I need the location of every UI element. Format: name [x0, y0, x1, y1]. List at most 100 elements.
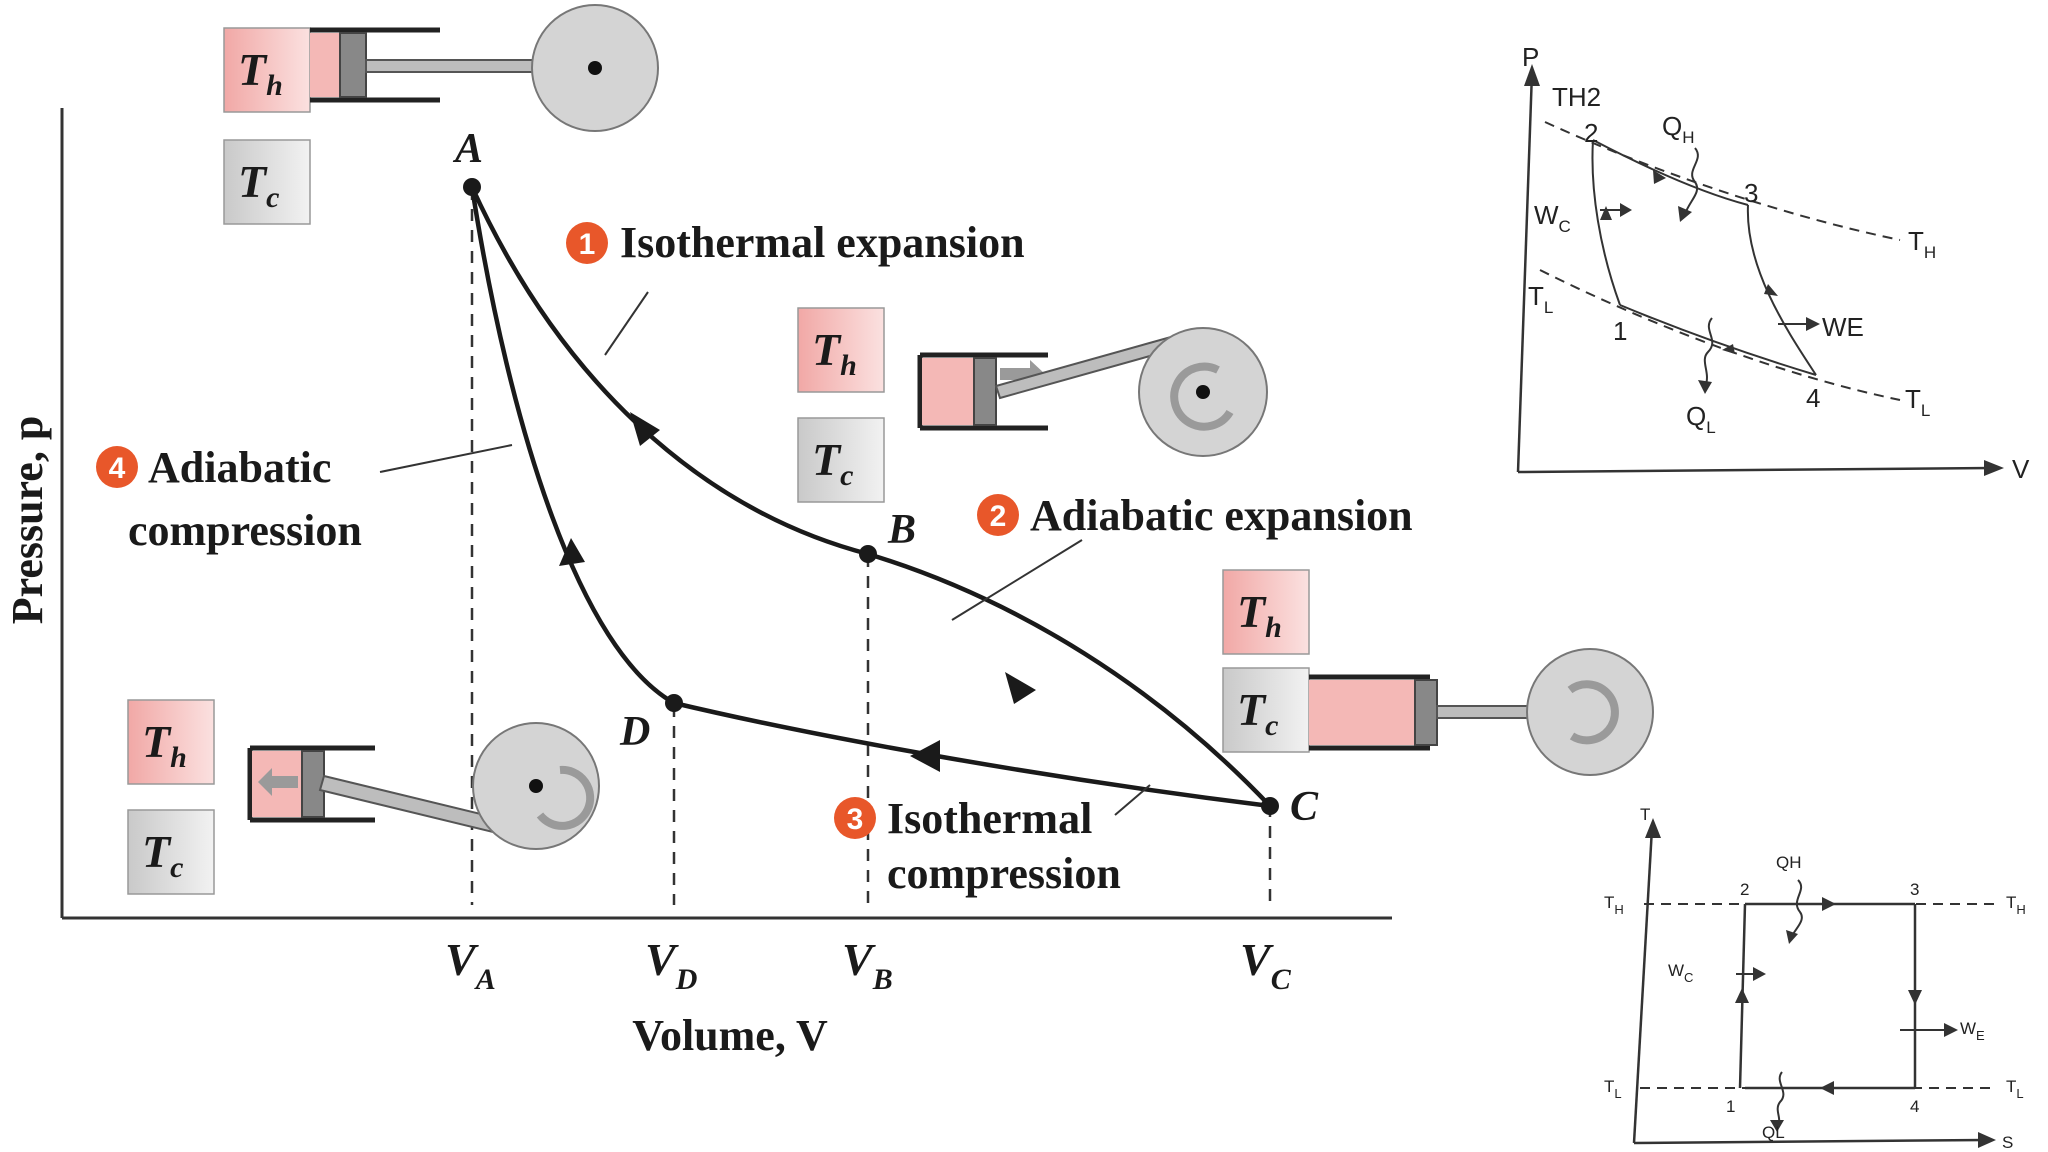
pv-inset-cycle-23 — [1592, 139, 1749, 206]
pv-inset-num-3: 3 — [1744, 178, 1758, 208]
pv-inset: P V TH2 2 3 1 4 QH QL WC WE TH TL — [1516, 42, 2030, 484]
step-3-badge — [834, 797, 876, 839]
hot-reservoir-box — [223, 27, 311, 113]
step-3-line2: compression — [887, 849, 1121, 898]
tick-vb: VB — [842, 934, 893, 996]
point-c-label: C — [1290, 784, 1319, 830]
step-1-label: 1 Isothermal expansion — [566, 218, 1025, 267]
ts-inset-wc-label: WC — [1668, 961, 1693, 985]
cold-reservoir-label-d: Tc — [142, 826, 183, 884]
pv-inset-qh-label: QH — [1662, 111, 1695, 147]
hot-reservoir-box-c — [1222, 569, 1310, 655]
ts-inset-t-label: T — [1640, 805, 1650, 824]
hot-reservoir-box-d — [127, 699, 215, 785]
ts-inset-t-axis — [1632, 827, 1654, 1144]
step-2-number: 2 — [990, 500, 1007, 533]
piston-head — [339, 32, 367, 98]
pv-inset-p-label: P — [1522, 42, 1539, 72]
step-4-badge — [96, 446, 138, 488]
point-a-dot — [463, 178, 481, 196]
leader-step-2 — [951, 539, 1083, 621]
pv-inset-ql-label: QL — [1686, 401, 1716, 437]
pv-inset-num-4: 4 — [1806, 383, 1820, 413]
rotation-arrow-d — [536, 765, 595, 830]
leader-step-4 — [379, 444, 513, 473]
step-4-line1: Adiabatic — [148, 443, 331, 492]
pv-inset-num-2: 2 — [1584, 118, 1598, 148]
pv-inset-tl-right-label: TL — [1905, 384, 1930, 420]
point-d-dot — [665, 694, 683, 712]
pv-inset-tl-isotherm — [1539, 269, 1901, 401]
cold-reservoir-box — [223, 139, 311, 225]
piston-head-c — [1414, 679, 1438, 746]
step-3-line1: Isothermal — [887, 794, 1092, 843]
volume-tick-labels: VA VD VB VC — [445, 934, 1292, 996]
step-1-badge — [566, 222, 608, 264]
point-b-dot — [859, 545, 877, 563]
leader-step-3 — [1114, 784, 1151, 816]
ts-inset: T S 2 3 1 4 QH QL WC WE TH TH TL T — [1604, 805, 2026, 1152]
pv-inset-th2-label: TH2 — [1552, 82, 1601, 112]
curve-arrows — [559, 412, 1036, 772]
point-b-label: B — [887, 507, 916, 553]
ts-inset-qh-label: QH — [1776, 853, 1802, 872]
hot-reservoir-label-c: Th — [1237, 586, 1282, 644]
pv-inset-cycle-41 — [1619, 304, 1817, 376]
tick-vd: VD — [645, 934, 697, 996]
curve-da-adiabatic-compression — [469, 186, 676, 705]
ts-inset-we-label: WE — [1960, 1019, 1985, 1043]
step-2-text: Adiabatic expansion — [1030, 491, 1413, 540]
main-pv-diagram: Pressure, p Volume, V — [3, 108, 1413, 1060]
tick-vc: VC — [1240, 934, 1292, 996]
curve-cd-isothermal-compression — [673, 700, 1271, 809]
hot-reservoir-box-b — [797, 307, 885, 393]
step-2-badge — [977, 494, 1019, 536]
cylinder-gas-c — [1309, 680, 1415, 745]
connecting-rod — [365, 59, 547, 73]
ts-inset-ql-label: QL — [1762, 1123, 1785, 1142]
step-leaders — [379, 291, 1151, 816]
arrow-bc — [1005, 672, 1036, 704]
step-2-label: 2 Adiabatic expansion — [977, 491, 1413, 540]
ts-inset-th-left-label: TH — [1604, 893, 1624, 917]
engine-state-d: Th Tc — [127, 699, 600, 895]
y-axis-label: Pressure, p — [3, 416, 52, 625]
x-axis-label: Volume, V — [632, 1011, 828, 1060]
step-3-number: 3 — [847, 803, 864, 836]
ts-inset-num-3: 3 — [1910, 880, 1919, 899]
ts-inset-qh-arrow — [1791, 879, 1803, 937]
cylinder-gas-b — [922, 358, 974, 425]
engine-state-b: Th Tc — [797, 307, 1268, 503]
motion-arrow-d — [258, 768, 298, 796]
pv-inset-tl-left-label: TL — [1528, 281, 1553, 317]
pv-inset-we-label: WE — [1822, 312, 1864, 342]
pv-inset-num-1: 1 — [1613, 316, 1627, 346]
volume-guides — [470, 188, 1272, 905]
curve-bc-adiabatic-expansion — [867, 551, 1272, 808]
hot-reservoir-label-b: Th — [812, 324, 857, 382]
arrow-ab — [630, 412, 660, 446]
ts-inset-tl-right-label: TL — [2006, 1077, 2024, 1101]
ts-inset-num-1: 1 — [1726, 1097, 1735, 1116]
pv-inset-th-label: TH — [1908, 226, 1936, 262]
ts-inset-th-right-label: TH — [2006, 893, 2026, 917]
cold-reservoir-label: Tc — [238, 156, 279, 214]
pv-inset-cycle-34 — [1746, 204, 1817, 376]
point-c-dot — [1261, 797, 1279, 815]
rotation-arrow-c — [1567, 680, 1619, 745]
tick-va: VA — [445, 934, 496, 996]
cold-reservoir-label-c: Tc — [1237, 684, 1278, 742]
pv-inset-wc-label: WC — [1534, 200, 1571, 236]
piston-head-b — [973, 357, 997, 426]
cold-reservoir-box-b — [797, 417, 885, 503]
pv-inset-th-isotherm — [1544, 121, 1901, 241]
state-points — [463, 178, 1279, 815]
ts-inset-ql-arrow — [1776, 1071, 1785, 1126]
step-4-label: 4 Adiabatic compression — [96, 443, 362, 555]
step-3-label: 3 Isothermal compression — [834, 794, 1121, 898]
arrow-da — [559, 538, 585, 566]
step-1-text: Isothermal expansion — [620, 218, 1025, 267]
pv-inset-v-axis — [1517, 466, 1993, 474]
point-d-label: D — [619, 709, 650, 755]
